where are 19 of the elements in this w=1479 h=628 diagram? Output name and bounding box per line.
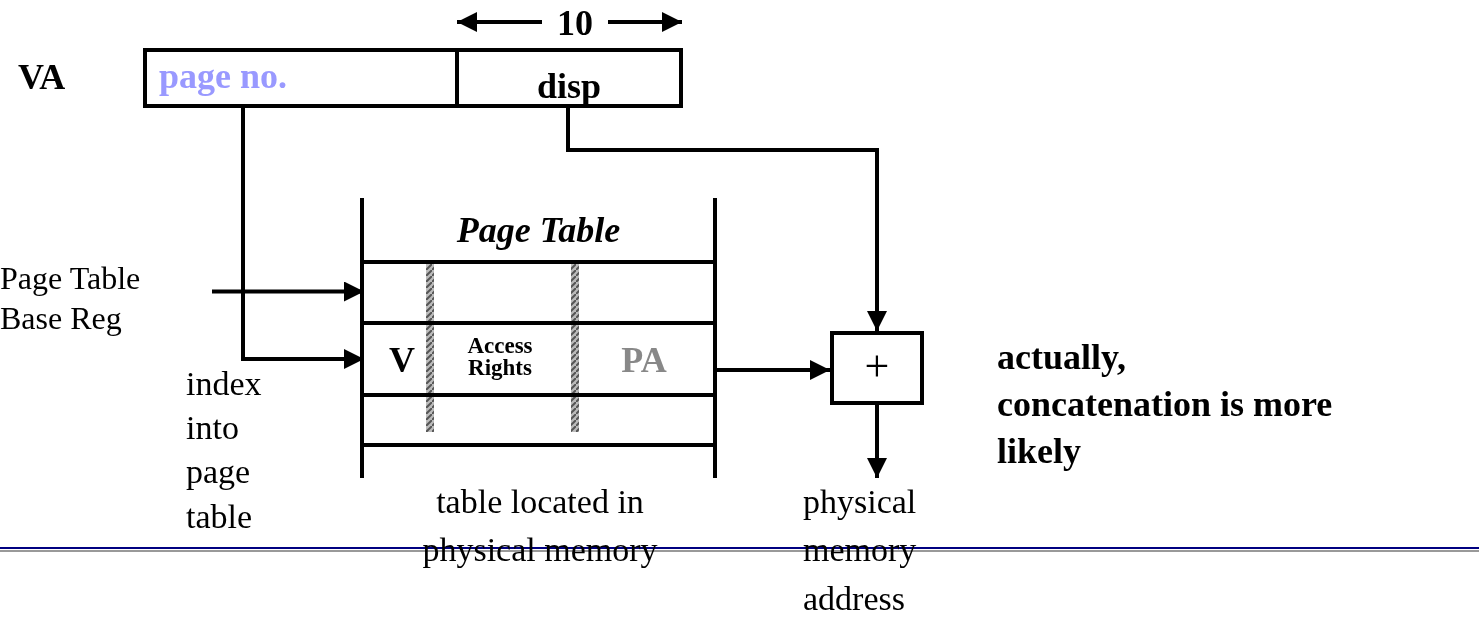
access-rights-label: Access Rights	[466, 335, 534, 379]
table-title: Page Table	[455, 209, 622, 252]
node-text: page no.	[158, 55, 289, 98]
arrow	[566, 108, 887, 331]
node-text: Page Table Base Reg	[0, 259, 142, 338]
arrow	[867, 405, 887, 478]
adder-box	[830, 331, 924, 405]
physical-address-label: PA	[620, 339, 668, 382]
dimension-value: 10	[556, 4, 594, 44]
arrow	[717, 360, 830, 380]
valid-bit-label: V	[388, 339, 416, 382]
plus-sign: +	[863, 341, 891, 389]
node-text: disp	[535, 65, 603, 104]
page-table-entry	[364, 321, 713, 397]
register-name: VA	[18, 58, 67, 98]
displacement-field	[455, 48, 683, 108]
annotation-text: index into page table	[186, 364, 263, 537]
page-table	[360, 198, 717, 478]
note-text: actually, concatenation is more likely	[997, 336, 1334, 473]
